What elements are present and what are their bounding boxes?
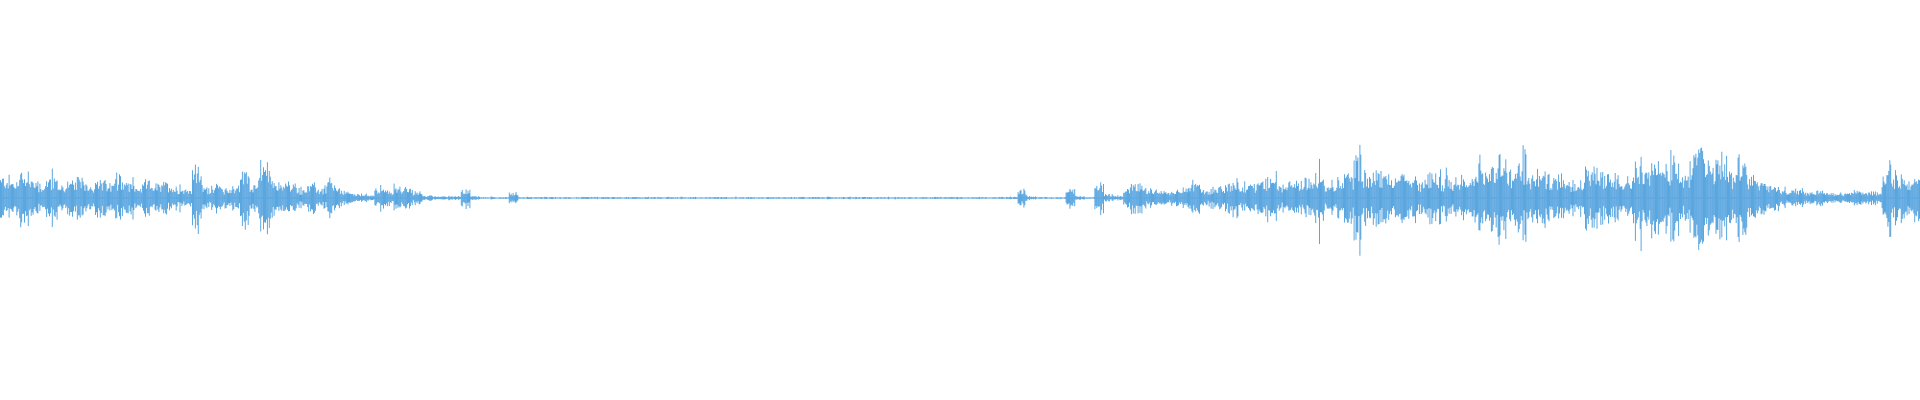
waveform-samples (0, 144, 1920, 256)
